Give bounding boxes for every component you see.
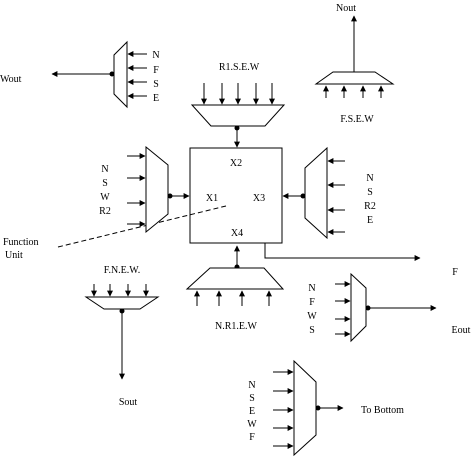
mux-wout-input-f: F	[153, 65, 159, 76]
mux-to-bottom: N S E W F To Bottom	[247, 359, 404, 457]
to-bottom-label: To Bottom	[361, 405, 404, 416]
function-unit: X2 X1 X3 X4	[189, 147, 283, 244]
function-unit-label: Function Unit	[3, 205, 227, 261]
function-unit-label-line2: Unit	[5, 250, 23, 261]
mux-left-input-r2: R2	[99, 206, 111, 217]
mux-to-bottom-trapezoid	[293, 359, 317, 457]
sout-label: Sout	[119, 397, 138, 408]
mux-wout-input-s: S	[153, 79, 159, 90]
mux-wout-input-e: E	[153, 93, 159, 104]
mux-to-bottom-input-e: E	[249, 406, 255, 417]
mux-right: N S R2 E	[282, 146, 376, 240]
mux-left-input-w: W	[100, 192, 110, 203]
mux-left-trapezoid	[145, 145, 169, 234]
mux-eout-input-w: W	[307, 311, 317, 322]
mux-wout-output-dot	[109, 71, 115, 77]
mux-top-center: R1.S.E.W	[190, 62, 286, 148]
mux-right-trapezoid	[304, 146, 328, 240]
function-unit-label-line1: Function	[3, 237, 39, 248]
mux-right-output-dot	[300, 193, 306, 199]
mux-top-center-label: R1.S.E.W	[219, 62, 260, 73]
function-unit-x3: X3	[253, 193, 265, 204]
mux-eout-input-s: S	[309, 325, 315, 336]
mux-left: N S W R2	[99, 145, 190, 234]
mux-bottom-center: N.R1.E.W	[185, 245, 285, 332]
mux-bottom-left-trapezoid	[84, 296, 160, 310]
mux-left-input-n: N	[101, 164, 108, 175]
mux-top-center-trapezoid	[190, 104, 286, 127]
mux-eout-input-f: F	[309, 297, 315, 308]
f-output-label: F	[452, 267, 458, 278]
mux-to-bottom-input-s: S	[249, 393, 255, 404]
function-unit-x2: X2	[230, 158, 242, 169]
mux-top-right-trapezoid	[314, 71, 395, 85]
mux-top-right-label: F.S.E.W	[340, 114, 374, 125]
mux-wout: Wout N F S E	[0, 40, 160, 109]
mux-left-input-s: S	[102, 178, 108, 189]
mux-right-input-s: S	[367, 187, 373, 198]
mux-wout-input-n: N	[152, 50, 159, 61]
mux-to-bottom-input-f: F	[249, 432, 255, 443]
mux-bottom-left: F.N.E.W. Sout	[84, 265, 160, 408]
mux-to-bottom-input-n: N	[248, 380, 255, 391]
mux-eout-trapezoid	[350, 272, 367, 343]
function-unit-x1: X1	[206, 193, 218, 204]
function-unit-box	[189, 147, 283, 244]
mux-to-bottom-input-w: W	[247, 419, 257, 430]
mux-eout-input-n: N	[308, 283, 315, 294]
mux-eout: N F W S Eout	[307, 272, 471, 343]
mux-right-input-r2: R2	[364, 201, 376, 212]
mux-right-input-e: E	[367, 215, 373, 226]
mux-right-input-n: N	[366, 173, 373, 184]
eout-label: Eout	[452, 325, 471, 336]
function-unit-pointer	[57, 205, 227, 248]
wout-label: Wout	[0, 74, 22, 85]
f-output-line	[264, 243, 421, 261]
mux-bottom-center-label: N.R1.E.W	[215, 321, 258, 332]
mux-wout-trapezoid	[113, 40, 128, 109]
mux-bottom-center-trapezoid	[185, 267, 285, 290]
mux-bottom-left-label: F.N.E.W.	[104, 265, 141, 276]
f-output: F	[264, 243, 458, 278]
function-unit-x4: X4	[231, 228, 243, 239]
mux-top-right: Nout F.S.E.W	[314, 3, 395, 125]
nout-label: Nout	[336, 3, 356, 14]
